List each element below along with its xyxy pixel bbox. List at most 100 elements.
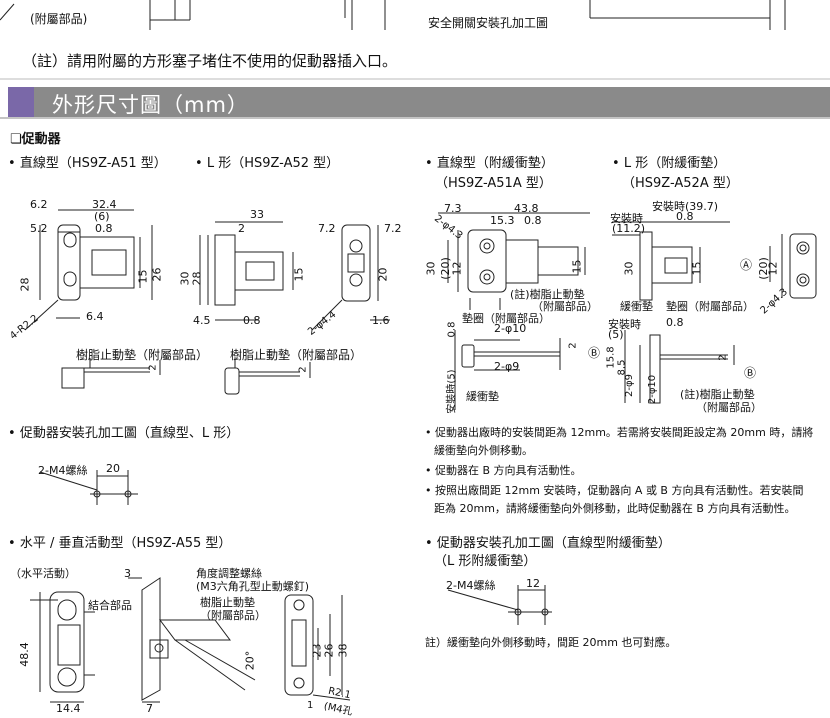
note-1a-text: 促動器出廠時的安裝間距為 12mm。若需將安裝間距設定為 20mm 時，請將 [435, 426, 814, 439]
a52a-dim-12: 12 [766, 261, 780, 276]
a52a-dim-2: 2 [717, 354, 729, 361]
a51a-buffer: 緩衝墊 [466, 390, 499, 403]
a52a-dim-30: 30 [622, 261, 636, 276]
a55-title-text: 水平 / 垂直活動型（HS9Z-A55 型） [19, 536, 232, 551]
hole-cushion-title-text: 促動器安裝孔加工圖（直線型附緩衝墊） [436, 536, 671, 551]
hole-cushion-pitch: 12 [526, 577, 540, 590]
a55-resin: 樹脂止動墊 [200, 596, 255, 609]
a52-dim-0-8: 0.8 [243, 314, 261, 327]
a51a-dim-15: 15 [570, 259, 584, 274]
a52a-dim-5: (5) [608, 328, 624, 341]
a52-dim-7-2a: 7.2 [318, 222, 336, 235]
a55-dim-7: 7 [146, 702, 153, 715]
section-title: 外形尺寸圖（mm） [52, 93, 249, 117]
a51a-dim-2: 2 [567, 342, 579, 349]
note-3b: 距為 20mm，請將緩衝墊向外側移動，此時促動器在 B 方向具有活動性。 [434, 502, 796, 515]
a52-resin-label: 樹脂止動墊（附屬部品） [230, 348, 363, 362]
top-note: （註）請用附屬的方形塞子堵住不使用的促動器插入口。 [22, 52, 398, 70]
a51-dim-6-4: 6.4 [86, 310, 104, 323]
a51-dim-5-2: 5.2 [30, 222, 48, 235]
section-banner [8, 87, 830, 117]
a52a-install: 安裝時(39.7) [652, 200, 719, 213]
a51a-dim-2-phi9: 2-φ9 [494, 360, 520, 373]
a52a-dim-0-8b: 0.8 [666, 316, 684, 329]
a51a-label-b: Ⓑ [588, 346, 601, 360]
a52a-buffer: 緩衝墊 [620, 300, 653, 313]
a51a-dim-43-8: 43.8 [514, 202, 539, 215]
a51-dim-32-4: 32.4 [92, 198, 117, 211]
a51-dim-26: 26 [150, 267, 164, 282]
a52a-install-2: 安裝時 [610, 212, 643, 225]
a52a-cushion-note: (註)樹脂止動墊 [680, 388, 755, 401]
a51a-washer: 墊圈（附屬部品） [462, 312, 550, 325]
a51-resin-label: 樹脂止動墊（附屬部品） [76, 348, 209, 362]
a51-dim-15: 15 [136, 269, 150, 284]
top-attached-parts: (附屬部品) [30, 12, 88, 26]
heading-straight-cushion-text: 直線型（附緩衝墊） [436, 156, 554, 171]
a55-angle-screw: 角度調整螺絲 [196, 567, 262, 580]
a52-dim-4-5: 4.5 [193, 314, 211, 327]
a51a-mount-gap: 安裝時(5) [446, 369, 458, 414]
a55-dim-1: 1 [307, 700, 314, 711]
hole-section-title-text: 促動器安裝孔加工圖（直線型、L 形） [19, 426, 240, 441]
heading-straight-text: 直線型（HS9Z-A51 型） [19, 156, 167, 171]
note-1a: • 促動器出廠時的安裝間距為 12mm。若需將安裝間距設定為 20mm 時，請將 [425, 426, 814, 439]
heading-straight-cushion-model: （HS9Z-A51A 型） [435, 176, 552, 191]
a55-resin-attached: （附屬部品） [200, 609, 266, 622]
heading-lshape-cushion-model: （HS9Z-A52A 型） [622, 176, 739, 191]
note-2: • 促動器在 B 方向具有活動性。 [425, 464, 582, 477]
a52a-cushion-attached: （附屬部品） [696, 401, 762, 414]
heading-straight: • 直線型（HS9Z-A51 型） [8, 156, 167, 171]
a55-dim-3: 3 [124, 567, 131, 580]
a51a-dim-30: 30 [424, 261, 438, 276]
hole-cushion-screw: 2-M4螺絲 [446, 579, 496, 592]
a55-angle: 20° [243, 650, 257, 671]
a55-joint: 結合部品 [88, 599, 132, 612]
a52a-label-b: Ⓑ [744, 366, 757, 380]
a52a-dim-2-phi9: 2-φ9 [623, 374, 635, 397]
a55-dim-14-4: 14.4 [56, 702, 81, 715]
a52a-install-3: 安裝時 [608, 318, 641, 331]
a55-title: • 水平 / 垂直活動型（HS9Z-A55 型） [8, 536, 232, 551]
a51a-cushion-attached: （附屬部品） [532, 300, 598, 313]
a52-resin-dim-2: 2 [297, 366, 309, 373]
a52-dim-7-2b: 7.2 [384, 222, 402, 235]
note-3a-text: 按照出廠間距 12mm 安裝時，促動器向 A 或 B 方向具有活動性。若安裝間 [435, 484, 804, 497]
heading-lshape-cushion: • L 形（附緩衝墊） [612, 156, 727, 171]
a51a-dim-0-8b: 0.8 [446, 321, 458, 338]
a52-dim-20: 20 [376, 267, 390, 282]
a52-dim-1-6: 1.6 [372, 314, 390, 327]
heading-straight-cushion: • 直線型（附緩衝墊） [425, 156, 554, 171]
a52-dim-2: 2 [238, 222, 245, 235]
note-2-text: 促動器在 B 方向具有活動性。 [435, 464, 582, 477]
a51a-dim-0-8: 0.8 [524, 214, 542, 227]
a55-dim-38: 38 [336, 643, 350, 658]
hole-section-title: • 促動器安裝孔加工圖（直線型、L 形） [8, 426, 240, 441]
a51-dim-6: (6) [94, 210, 110, 223]
heading-lshape-text: L 形（HS9Z-A52 型） [206, 156, 340, 171]
a52a-dim-11-2: (11.2) [612, 222, 646, 235]
note-1b: 緩衝墊向外側移動。 [434, 444, 533, 457]
a51a-dim-2-phi10: 2-φ10 [494, 322, 527, 335]
a52-dim-28: 28 [190, 271, 204, 286]
hole-section-screw: 2-M4螺絲 [38, 464, 88, 477]
a52a-dim-0-8: 0.8 [676, 210, 694, 223]
hole-cushion-title: • 促動器安裝孔加工圖（直線型附緩衝墊） [425, 536, 671, 551]
hole-cushion-note: 註）緩衝墊向外側移動時，間距 20mm 也可對應。 [425, 636, 677, 649]
a52a-dim-15-8: 15.8 [605, 346, 617, 369]
a55-dim-48-4: 48.4 [17, 642, 31, 667]
heading-lshape-cushion-text: L 形（附緩衝墊） [623, 156, 727, 171]
a52-dim-15: 15 [292, 267, 306, 282]
a51-dim-6-2: 6.2 [30, 198, 48, 211]
a51a-dim-12: 12 [450, 261, 464, 276]
a51-dim-0-8: 0.8 [95, 222, 113, 235]
a55-dim-26: 26 [322, 643, 336, 658]
a52a-label-a: Ⓐ [740, 258, 753, 272]
top-mount-hole-title: 安全開關安裝孔加工圖 [428, 16, 549, 30]
hole-cushion-subtitle: （L 形附緩衝墊） [434, 554, 537, 569]
a51a-cushion-note: (註)樹脂止動墊 [510, 288, 585, 301]
note-3a: • 按照出廠間距 12mm 安裝時，促動器向 A 或 B 方向具有活動性。若安裝… [425, 484, 804, 497]
a52a-washer: 墊圈（附屬部品） [666, 300, 754, 313]
a51a-dim-7-3: 7.3 [444, 202, 462, 215]
heading-lshape: • L 形（HS9Z-A52 型） [195, 156, 340, 171]
